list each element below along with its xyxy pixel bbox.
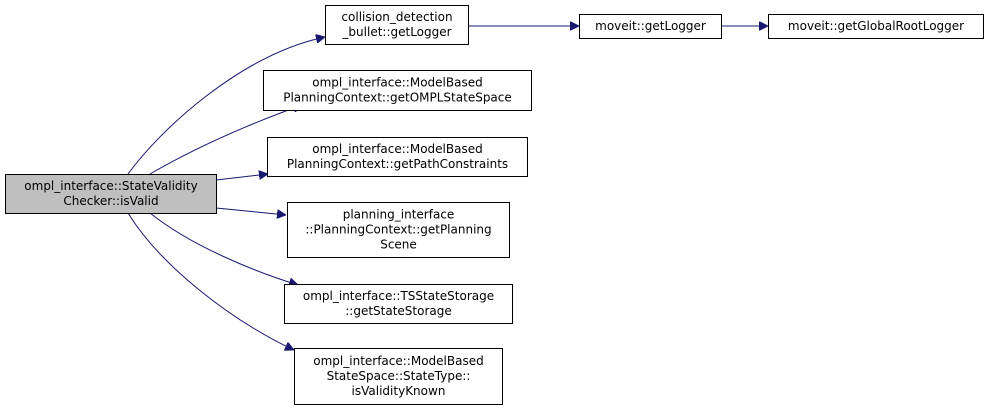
node-label-line: moveit::getLogger [595, 19, 706, 33]
node-label-line: moveit::getGlobalRootLogger [788, 19, 964, 33]
node-label-line: PlanningContext::getPathConstraints [287, 157, 508, 171]
edge-isValid-to-cd_getLogger [127, 37, 325, 175]
node-label-line: isValidityKnown [352, 384, 446, 398]
node-isValid[interactable]: ompl_interface::StateValidityChecker::is… [5, 174, 217, 214]
node-label-line: ompl_interface::ModelBased [312, 142, 482, 156]
node-label-line: planning_interface [343, 208, 455, 222]
node-label-line: ::getStateStorage [345, 304, 452, 318]
node-cd_getLogger[interactable]: collision_detection_bullet::getLogger [325, 5, 469, 45]
node-label-line: PlanningContext::getOMPLStateSpace [283, 91, 512, 105]
edges [127, 26, 768, 350]
edge-isValid-to-getPathConstraints [215, 174, 268, 181]
node-moveit_getGlobalRootLogger[interactable]: moveit::getGlobalRootLogger [768, 14, 984, 39]
node-getPathConstraints[interactable]: ompl_interface::ModelBasedPlanningContex… [267, 137, 528, 177]
node-label-line: Scene [380, 238, 417, 252]
edge-isValid-to-getPlanningScene [215, 207, 286, 215]
node-label-line: ompl_interface::ModelBased [312, 76, 482, 90]
nodes: ompl_interface::StateValidityChecker::is… [5, 5, 984, 405]
node-box [325, 5, 469, 45]
node-label-line: Checker::isValid [63, 194, 158, 208]
node-getStateStorage[interactable]: ompl_interface::TSStateStorage::getState… [284, 284, 513, 324]
edge-isValid-to-getStateStorage [149, 212, 298, 285]
node-label-line: ompl_interface::ModelBased [313, 354, 483, 368]
node-moveit_getLogger[interactable]: moveit::getLogger [579, 14, 722, 39]
node-label-line: ompl_interface::TSStateStorage [303, 289, 494, 303]
node-box [267, 137, 528, 177]
node-label-line: StateSpace::StateType:: [327, 369, 471, 383]
node-label-line: _bullet::getLogger [341, 25, 451, 39]
node-box [5, 174, 217, 214]
node-box [294, 348, 503, 405]
edge-isValid-to-isValidityKnown [127, 212, 294, 350]
node-label-line: ompl_interface::StateValidity [24, 179, 197, 193]
node-box [263, 70, 532, 111]
node-label-line: ::PlanningContext::getPlanning [305, 223, 491, 237]
node-box [284, 284, 513, 324]
node-isValidityKnown[interactable]: ompl_interface::ModelBasedStateSpace::St… [294, 348, 503, 405]
node-box [287, 202, 510, 258]
node-getOMPLStateSpace[interactable]: ompl_interface::ModelBasedPlanningContex… [263, 70, 532, 111]
node-box [579, 14, 722, 39]
edge-isValid-to-getOMPLStateSpace [149, 105, 302, 175]
node-box [768, 14, 984, 39]
node-getPlanningScene[interactable]: planning_interface::PlanningContext::get… [287, 202, 510, 258]
node-label-line: collision_detection [341, 10, 452, 24]
